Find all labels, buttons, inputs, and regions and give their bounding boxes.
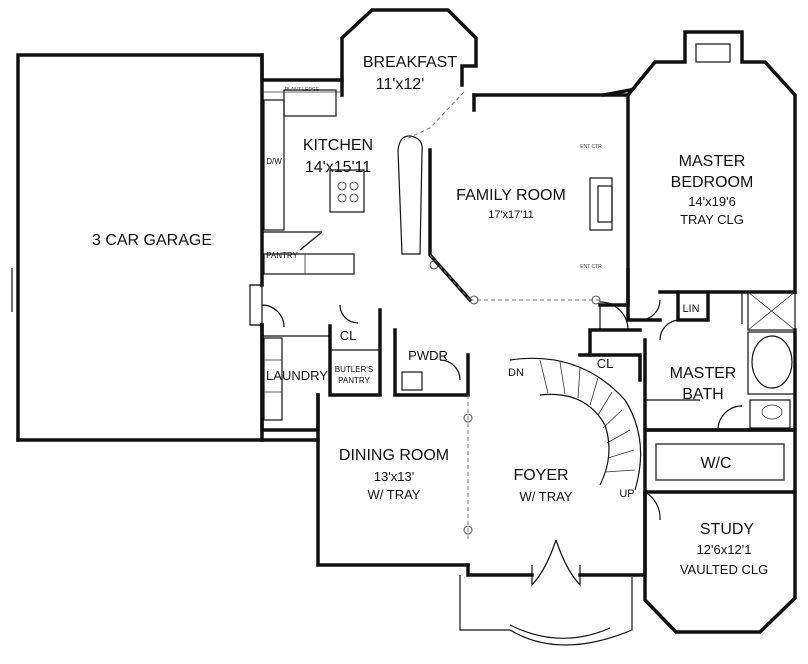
breakfast-size: 11'x12' xyxy=(376,76,425,93)
dining-label: DINING ROOM xyxy=(339,447,449,464)
kitchen-label: KITCHEN xyxy=(303,137,373,154)
family-room-size: 17'x17'11 xyxy=(488,209,534,221)
wc-label: W/C xyxy=(700,455,731,472)
master-bedroom-label-1: MASTER xyxy=(679,153,746,170)
butlers-label-2: PANTRY xyxy=(338,376,370,385)
foyer-closet-label: CL xyxy=(597,356,614,371)
dining-walls xyxy=(316,393,473,567)
study-label: STUDY xyxy=(700,521,755,538)
wc-walls xyxy=(643,428,797,494)
laundry-label: LAUNDRY xyxy=(266,368,328,383)
foyer-label: FOYER xyxy=(513,467,568,484)
master-bedroom-size: 14'x19'6 xyxy=(688,194,736,209)
study-size: 12'6x12'1 xyxy=(697,542,752,557)
study-note: VAULTED CLG xyxy=(680,562,768,577)
garage-label: 3 CAR GARAGE xyxy=(92,232,212,249)
dining-note: W/ TRAY xyxy=(368,487,421,502)
butlers-label-1: BUTLER'S xyxy=(335,365,373,374)
pantry-label: PANTRY xyxy=(266,251,298,260)
breakfast-divider xyxy=(403,91,465,141)
ent-ctr-bottom-label: ENT CTR xyxy=(580,264,602,270)
master-bath-label-1: MASTER xyxy=(670,365,737,382)
foyer-walls xyxy=(459,301,647,646)
master-bath-label-2: BATH xyxy=(682,386,723,403)
kitchen-closet-label: CL xyxy=(340,328,357,343)
stair-up-label: UP xyxy=(619,488,634,500)
family-room-walls xyxy=(428,87,633,307)
breakfast-label: BREAKFAST xyxy=(363,54,457,71)
dining-size: 13'x13' xyxy=(374,469,414,484)
dw-label: D/W xyxy=(266,157,282,166)
master-bedroom-walls xyxy=(625,30,797,331)
kitchen-walls xyxy=(260,8,478,275)
kitchen-size: 14'x15'11 xyxy=(305,159,371,176)
linen-label: LIN xyxy=(682,303,699,315)
plant-ledge-label: PLANT LEDGE xyxy=(285,87,320,93)
study-walls xyxy=(643,490,797,634)
stair-down-label: DN xyxy=(508,367,524,379)
ent-ctr-top-label: ENT CTR xyxy=(580,144,602,150)
foyer-note: W/ TRAY xyxy=(520,489,573,504)
pwdr-label: PWDR xyxy=(408,348,448,363)
master-bedroom-note: TRAY CLG xyxy=(680,212,744,227)
family-room-label: FAMILY ROOM xyxy=(456,187,566,204)
master-bedroom-label-2: BEDROOM xyxy=(671,174,754,191)
